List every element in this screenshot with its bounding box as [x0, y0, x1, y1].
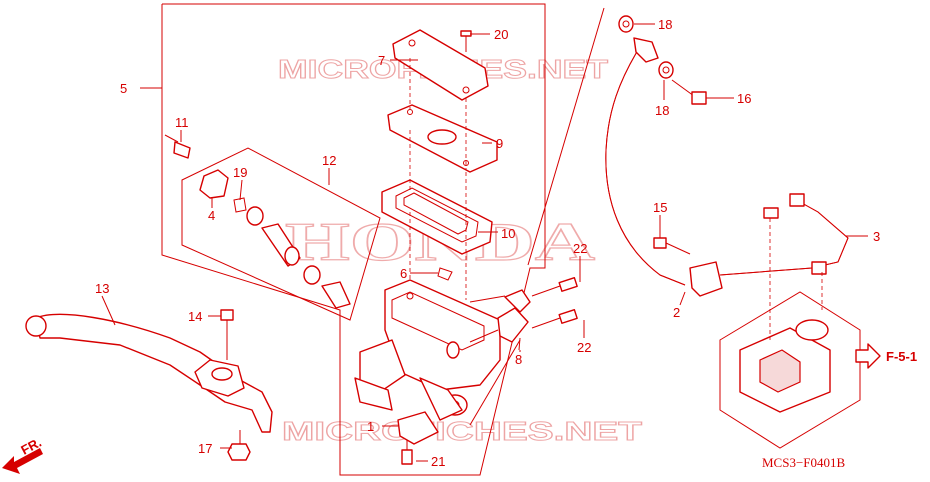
sealing-washer-lower: [658, 61, 674, 79]
oil-bolt: [671, 79, 707, 105]
front-marker: FR.: [2, 435, 44, 474]
callout-3: 3: [873, 229, 880, 244]
callout-1: 1: [367, 419, 374, 434]
callout-18-upper: 18: [658, 17, 672, 32]
diagram-code: MCS3−F0401B: [762, 455, 846, 470]
sealing-washer-upper: [618, 15, 634, 33]
callout-22-lower: 22: [577, 340, 591, 355]
assembly-outline: [161, 3, 546, 476]
callout-2: 2: [673, 305, 680, 320]
callout-14: 14: [188, 309, 202, 324]
watermark-bottom: MICROFICHES.NET: [282, 416, 642, 446]
piston-kit-outline: [181, 147, 381, 321]
lever-pivot-bolt: [220, 309, 234, 360]
reference-label: F-5-1: [886, 349, 917, 364]
brake-lever: [25, 313, 273, 433]
callout-13: 13: [95, 281, 109, 296]
callout-19: 19: [233, 165, 247, 180]
hose-clamp-bolt: [653, 237, 691, 255]
callout-12: 12: [322, 153, 336, 168]
callout-21: 21: [431, 454, 445, 469]
brake-hose: [605, 37, 723, 297]
clip: [437, 267, 453, 281]
callout-9: 9: [496, 136, 503, 151]
handlebar-holder: [497, 289, 531, 351]
callout-10: 10: [501, 226, 515, 241]
brake-pipe: [719, 193, 849, 276]
leader-lines: [101, 23, 868, 462]
master-cylinder-body: [354, 279, 501, 421]
modulator-unit: [719, 218, 861, 449]
callout-22-upper: 22: [573, 241, 587, 256]
reservoir-cap: [392, 29, 489, 101]
callout-17: 17: [198, 441, 212, 456]
callout-7: 7: [378, 53, 385, 68]
holder-bolt-lower: [531, 309, 578, 329]
switch-bracket: [397, 411, 439, 445]
lever-pivot-nut: [227, 430, 251, 461]
diaphragm-plate: [387, 104, 498, 173]
holder-bolt-upper: [531, 277, 578, 297]
piston-parts: [164, 134, 351, 309]
callout-16: 16: [737, 91, 751, 106]
screw-21: [401, 440, 413, 465]
cap-screw: [460, 30, 472, 52]
callout-6: 6: [400, 266, 407, 281]
callout-5: 5: [120, 81, 127, 96]
callout-11: 11: [175, 115, 189, 130]
callout-20: 20: [494, 27, 508, 42]
callout-18-lower: 18: [655, 103, 669, 118]
callout-4: 4: [208, 208, 215, 223]
callout-15: 15: [653, 200, 667, 215]
reference-arrow[interactable]: F-5-1: [855, 343, 917, 369]
callout-8: 8: [515, 352, 522, 367]
